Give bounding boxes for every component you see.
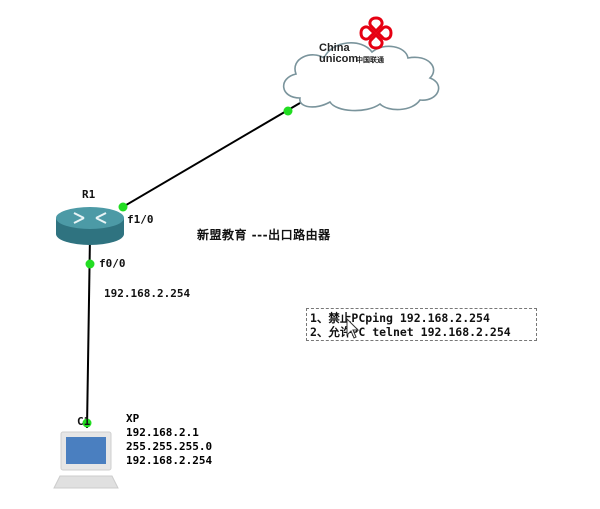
cloud-logo-unicom: unicom (319, 53, 358, 65)
pc-os: XP (126, 412, 140, 425)
requirements-note[interactable]: 1、禁止PCping 192.168.2.254 2、允许PC telnet 1… (306, 308, 537, 341)
pc-screen (66, 437, 106, 464)
router-ip-label: 192.168.2.254 (104, 287, 191, 300)
router-label: R1 (82, 188, 96, 201)
diagram-title: 新盟教育 ---出口路由器 (197, 228, 331, 242)
note-line-2: 2、允许PC telnet 192.168.2.254 (310, 325, 511, 339)
china-unicom-logo-icon (359, 16, 393, 50)
pc-label: C1 (77, 415, 91, 428)
cloud-shape (282, 42, 440, 112)
interface-label-f0-0: f0/0 (99, 257, 126, 270)
router-arrows-icon (73, 212, 107, 224)
pc-ip: 192.168.2.1 (126, 426, 199, 439)
note-line-1: 1、禁止PCping 192.168.2.254 (310, 311, 490, 325)
link-status-dot-pc (82, 418, 92, 428)
pc-mask: 255.255.255.0 (126, 440, 213, 453)
link-r1-cloud[interactable] (120, 102, 301, 209)
link-status-dot-f1-0 (118, 202, 128, 212)
internet-cloud[interactable]: China unicom 中国联通 (282, 16, 440, 112)
cloud-logo-cn: 中国联通 (356, 55, 385, 64)
router-r1[interactable] (56, 207, 124, 245)
cloud-logo-china: China (319, 42, 350, 54)
pc-info: XP 192.168.2.1 255.255.255.0 192.168.2.2… (126, 412, 212, 468)
mouse-cursor-icon (346, 318, 360, 339)
interface-label-f1-0: f1/0 (127, 213, 154, 226)
pc-gateway: 192.168.2.254 (126, 454, 213, 467)
link-status-dot-cloud (283, 106, 293, 116)
pc-c1[interactable] (53, 431, 119, 489)
link-status-dot-f0-0 (85, 259, 95, 269)
pc-keyboard (53, 475, 119, 489)
router-top (56, 207, 124, 229)
